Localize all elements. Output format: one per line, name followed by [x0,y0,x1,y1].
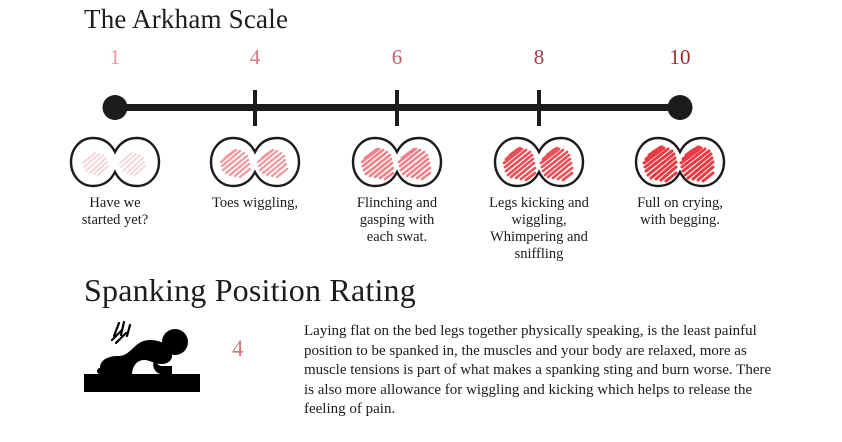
butt-icon-level-4 [209,136,301,188]
scale-caption-6: Flinching and gasping with each swat. [356,195,438,245]
scale-axis [0,90,842,136]
butt-icon-level-8 [493,136,585,188]
position-score-value: 4 [232,336,244,361]
arkham-scale-title: The Arkham Scale [84,4,289,34]
scale-item-8: Legs kicking and wiggling, Whimpering an… [439,136,639,263]
scale-caption-8: Legs kicking and wiggling, Whimpering an… [489,195,589,262]
scale-caption-1: Have we started yet? [81,195,149,228]
axis-endpoint-right [667,95,693,120]
scale-number-6: 6 [391,45,403,69]
axis-tick-4 [253,90,257,126]
scale-caption-4: Toes wiggling, [212,195,298,211]
scale-number-8: 8 [533,45,545,69]
scale-item-4: Toes wiggling, [155,136,355,212]
butt-icon-level-6 [351,136,443,188]
person-lying-on-bed-icon [84,320,200,392]
scale-item-1: Have we started yet? [15,136,215,229]
spanking-position-rating-title: Spanking Position Rating [84,272,416,308]
scale-item-row: Have we started yet? Toes wiggling, [0,136,842,276]
scale-item-6: Flinching and gasping with each swat. [297,136,497,246]
scale-number-4: 4 [249,45,261,69]
axis-endpoint-left [102,95,128,120]
scale-item-10: Full on crying, with begging. [580,136,780,229]
scale-caption-10: Full on crying, with begging. [637,195,723,228]
butt-icon-level-1 [69,136,161,188]
axis-tick-6 [395,90,399,126]
scale-number-1: 1 [109,45,121,69]
position-description-text: Laying flat on the bed legs together phy… [304,323,772,417]
scale-number-row: 1 4 6 8 10 [0,44,842,74]
butt-icon-level-10 [634,136,726,188]
axis-tick-8 [537,90,541,126]
scale-number-10: 10 [669,45,691,69]
